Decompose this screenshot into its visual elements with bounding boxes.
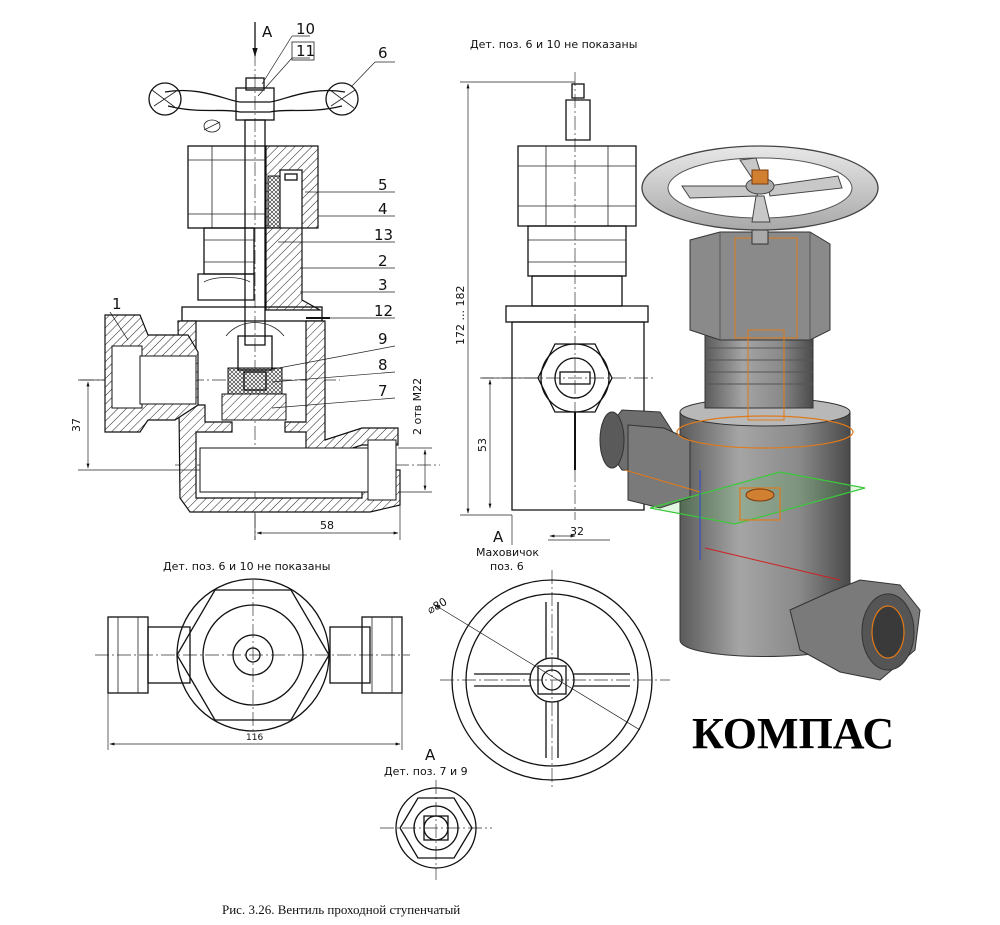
detail-note: Дет. поз. 7 и 9 — [384, 765, 468, 778]
handwheel-title: Маховичок — [476, 546, 539, 559]
detail-view: A Дет. поз. 7 и 9 — [380, 746, 492, 880]
dim-116: 116 — [246, 733, 263, 743]
leader-5: 5 — [378, 176, 388, 194]
leader-13: 13 — [374, 226, 393, 244]
dim-32: 32 — [570, 525, 584, 538]
figure-caption: Рис. 3.26. Вентиль проходной ступенчатый — [222, 902, 460, 917]
leader-lines — [109, 35, 396, 409]
leader-11: 11 — [296, 42, 315, 60]
handwheel-view: A Маховичок поз. 6 ⌀80 — [425, 528, 670, 790]
leader-12: 12 — [374, 302, 393, 320]
top-view: Дет. поз. 6 и 10 не показаны 116 — [95, 560, 410, 750]
section-arrow-label: A — [262, 23, 273, 41]
leader-9: 9 — [378, 330, 388, 348]
leader-7: 7 — [378, 382, 388, 400]
leader-4: 4 — [378, 200, 388, 218]
dim-58: 58 — [320, 519, 334, 532]
section-view: A 10 11 6 5 4 13 2 3 12 9 — [70, 20, 440, 540]
handwheel-pos: поз. 6 — [490, 560, 524, 573]
top-view-note: Дет. поз. 6 и 10 не показаны — [163, 560, 330, 573]
valve-3d-model — [599, 145, 921, 681]
brand-title: КОМПАС — [692, 709, 894, 758]
dim-d80: ⌀80 — [425, 595, 449, 617]
leader-8: 8 — [378, 356, 388, 374]
leader-1: 1 — [112, 295, 122, 313]
handwheel-view-label: A — [493, 528, 504, 546]
dim-37: 37 — [70, 418, 83, 432]
dim-53: 53 — [476, 438, 489, 452]
side-view-note: Дет. поз. 6 и 10 не показаны — [470, 38, 637, 51]
side-view: Дет. поз. 6 и 10 не показаны 172 ... 182… — [454, 38, 655, 545]
leader-3: 3 — [378, 276, 388, 294]
dim-172-182: 172 ... 182 — [454, 286, 467, 345]
leader-6: 6 — [378, 44, 388, 62]
leader-10: 10 — [296, 20, 315, 38]
dim-2-holes-m22: 2 отв M22 — [411, 378, 424, 435]
leader-2: 2 — [378, 252, 388, 270]
detail-label: A — [425, 746, 436, 764]
